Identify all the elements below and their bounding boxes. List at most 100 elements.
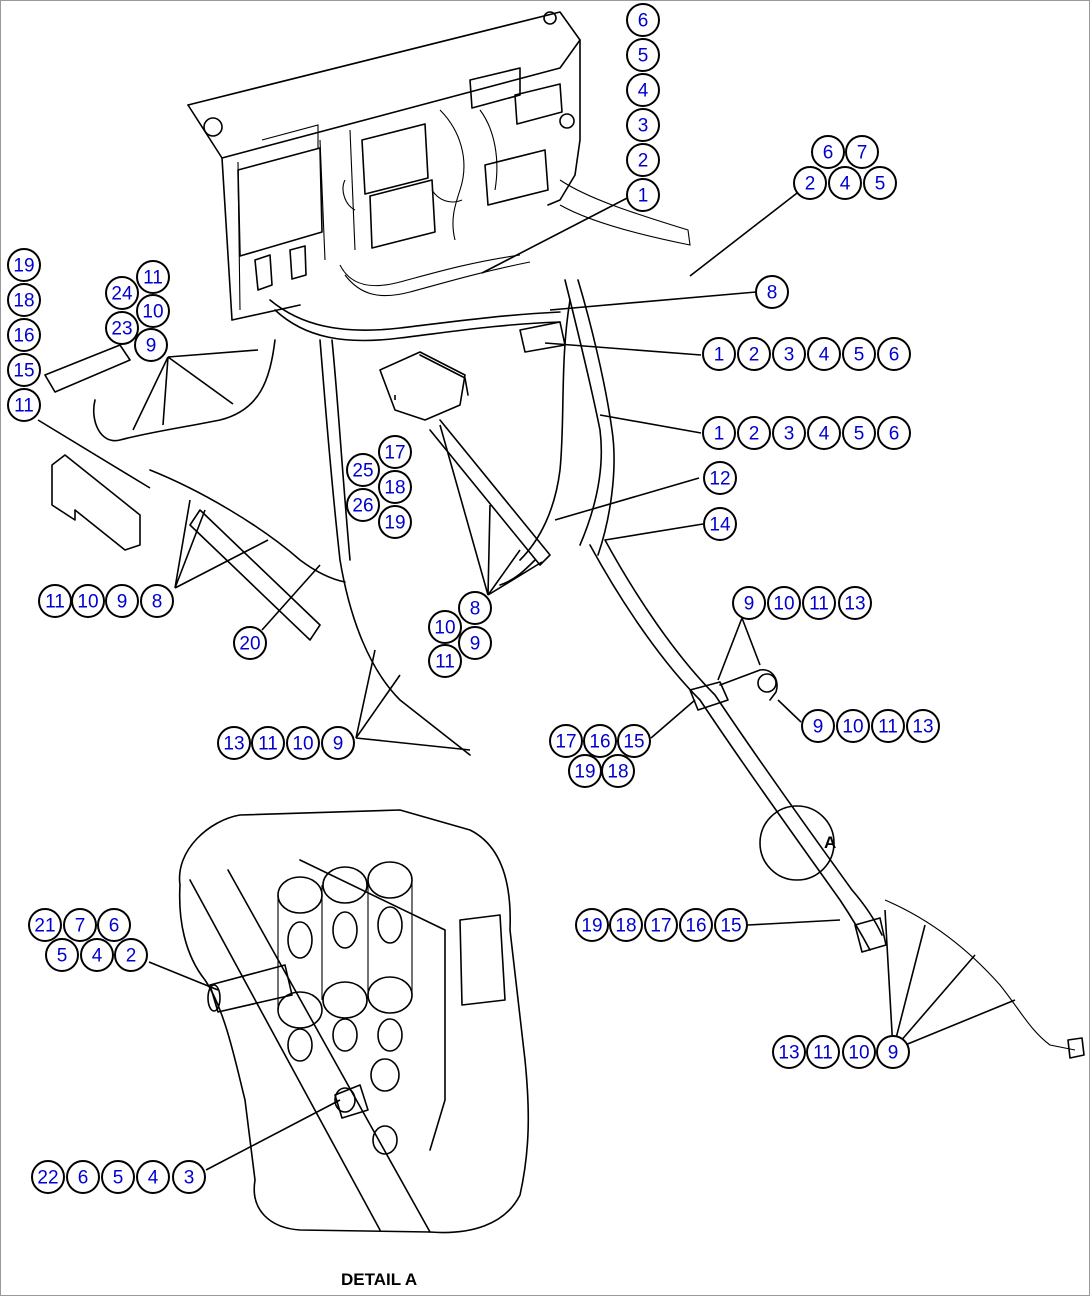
callout-circle [136,1160,170,1194]
callout-circle [863,166,897,200]
callout-balloon: 10 [836,709,870,743]
detail-a-marker [759,805,835,881]
callout-circle [807,337,841,371]
callout-circle [626,143,660,177]
callout-number: 3 [784,424,795,445]
callout-group-c5: 8 [755,275,789,309]
callout-number: 2 [805,174,816,195]
callout-balloon: 18 [609,908,643,942]
callout-circle [346,488,380,522]
callout-number: 4 [148,1168,159,1189]
callout-group-c9: 12 [703,461,737,495]
callout-balloon: 10 [136,294,170,328]
callout-number: 5 [854,345,865,366]
callout-circle [428,644,462,678]
callout-circle [71,584,105,618]
callout-balloon: 6 [877,337,911,371]
callout-number: 18 [384,478,405,499]
callout-number: 3 [184,1168,195,1189]
callout-balloon: 16 [583,724,617,758]
callout-number: 21 [34,916,55,937]
callout-number: 11 [809,594,829,615]
callout-number: 19 [574,762,595,783]
callout-balloon: 9 [321,726,355,760]
callout-balloon: 18 [601,754,635,788]
callout-number: 1 [714,345,725,366]
callout-circle [7,248,41,282]
callout-balloon: 1 [702,337,736,371]
callout-number: 15 [13,361,34,382]
callout-circle [906,709,940,743]
callout-number: 13 [223,734,244,755]
callout-balloon: 19 [568,754,602,788]
callout-circle [458,626,492,660]
callout-circle [842,416,876,450]
callout-balloon: 9 [105,584,139,618]
callout-balloon: 15 [714,908,748,942]
callout-number: 4 [840,174,851,195]
callout-circle [772,337,806,371]
main-harness [44,279,1085,1059]
callout-balloon: 4 [626,73,660,107]
callout-balloon: 1 [626,178,660,212]
callout-circle [378,470,412,504]
callout-number: 9 [813,717,824,738]
callout-circle [7,283,41,317]
callout-group-c12: 20 [233,626,267,660]
callout-balloon: 18 [378,470,412,504]
callout-number: 9 [117,592,128,613]
callout-circle [136,294,170,328]
callout-number: 26 [352,496,373,517]
callout-balloon: 4 [136,1160,170,1194]
callout-number: 6 [889,345,900,366]
callout-circle [626,3,660,37]
callout-number: 12 [709,469,730,490]
callout-balloon: 11 [251,726,285,760]
callout-balloon: 5 [842,416,876,450]
callout-balloon: 5 [101,1160,135,1194]
callout-circle [755,275,789,309]
callout-balloon: 3 [772,416,806,450]
callout-balloon: 23 [105,311,139,345]
callout-circle [772,1035,806,1069]
callout-balloon: 16 [7,318,41,352]
callout-balloon: 4 [80,938,114,972]
callout-circle [45,938,79,972]
callout-number: 5 [57,946,68,967]
callout-number: 9 [744,594,755,615]
callout-balloon: 2 [626,143,660,177]
callout-balloon: 15 [7,353,41,387]
callout-number: 10 [434,618,455,639]
callout-balloon: 20 [233,626,267,660]
callout-circle [617,724,651,758]
callout-number: 2 [638,151,649,172]
callout-circle [793,166,827,200]
callout-balloon: 13 [906,709,940,743]
callout-circle [801,709,835,743]
callout-circle [802,586,836,620]
callout-balloon: 2 [114,938,148,972]
callout-number: 9 [146,336,157,357]
callout-number: 16 [589,732,610,753]
callout-balloon: 13 [217,726,251,760]
callout-balloon: 2 [737,416,771,450]
callout-number: 9 [470,634,481,655]
callout-balloon: 9 [876,1035,910,1069]
callout-number: 17 [384,443,405,464]
callout-number: 7 [857,143,868,164]
callout-number: 5 [638,46,649,67]
callout-number: 5 [875,174,886,195]
callout-circle [105,311,139,345]
callout-balloon: 15 [617,724,651,758]
callout-number: 6 [823,143,834,164]
callout-balloon: 7 [63,908,97,942]
callout-circle [737,337,771,371]
callout-circle [842,1035,876,1069]
callout-circle [63,908,97,942]
